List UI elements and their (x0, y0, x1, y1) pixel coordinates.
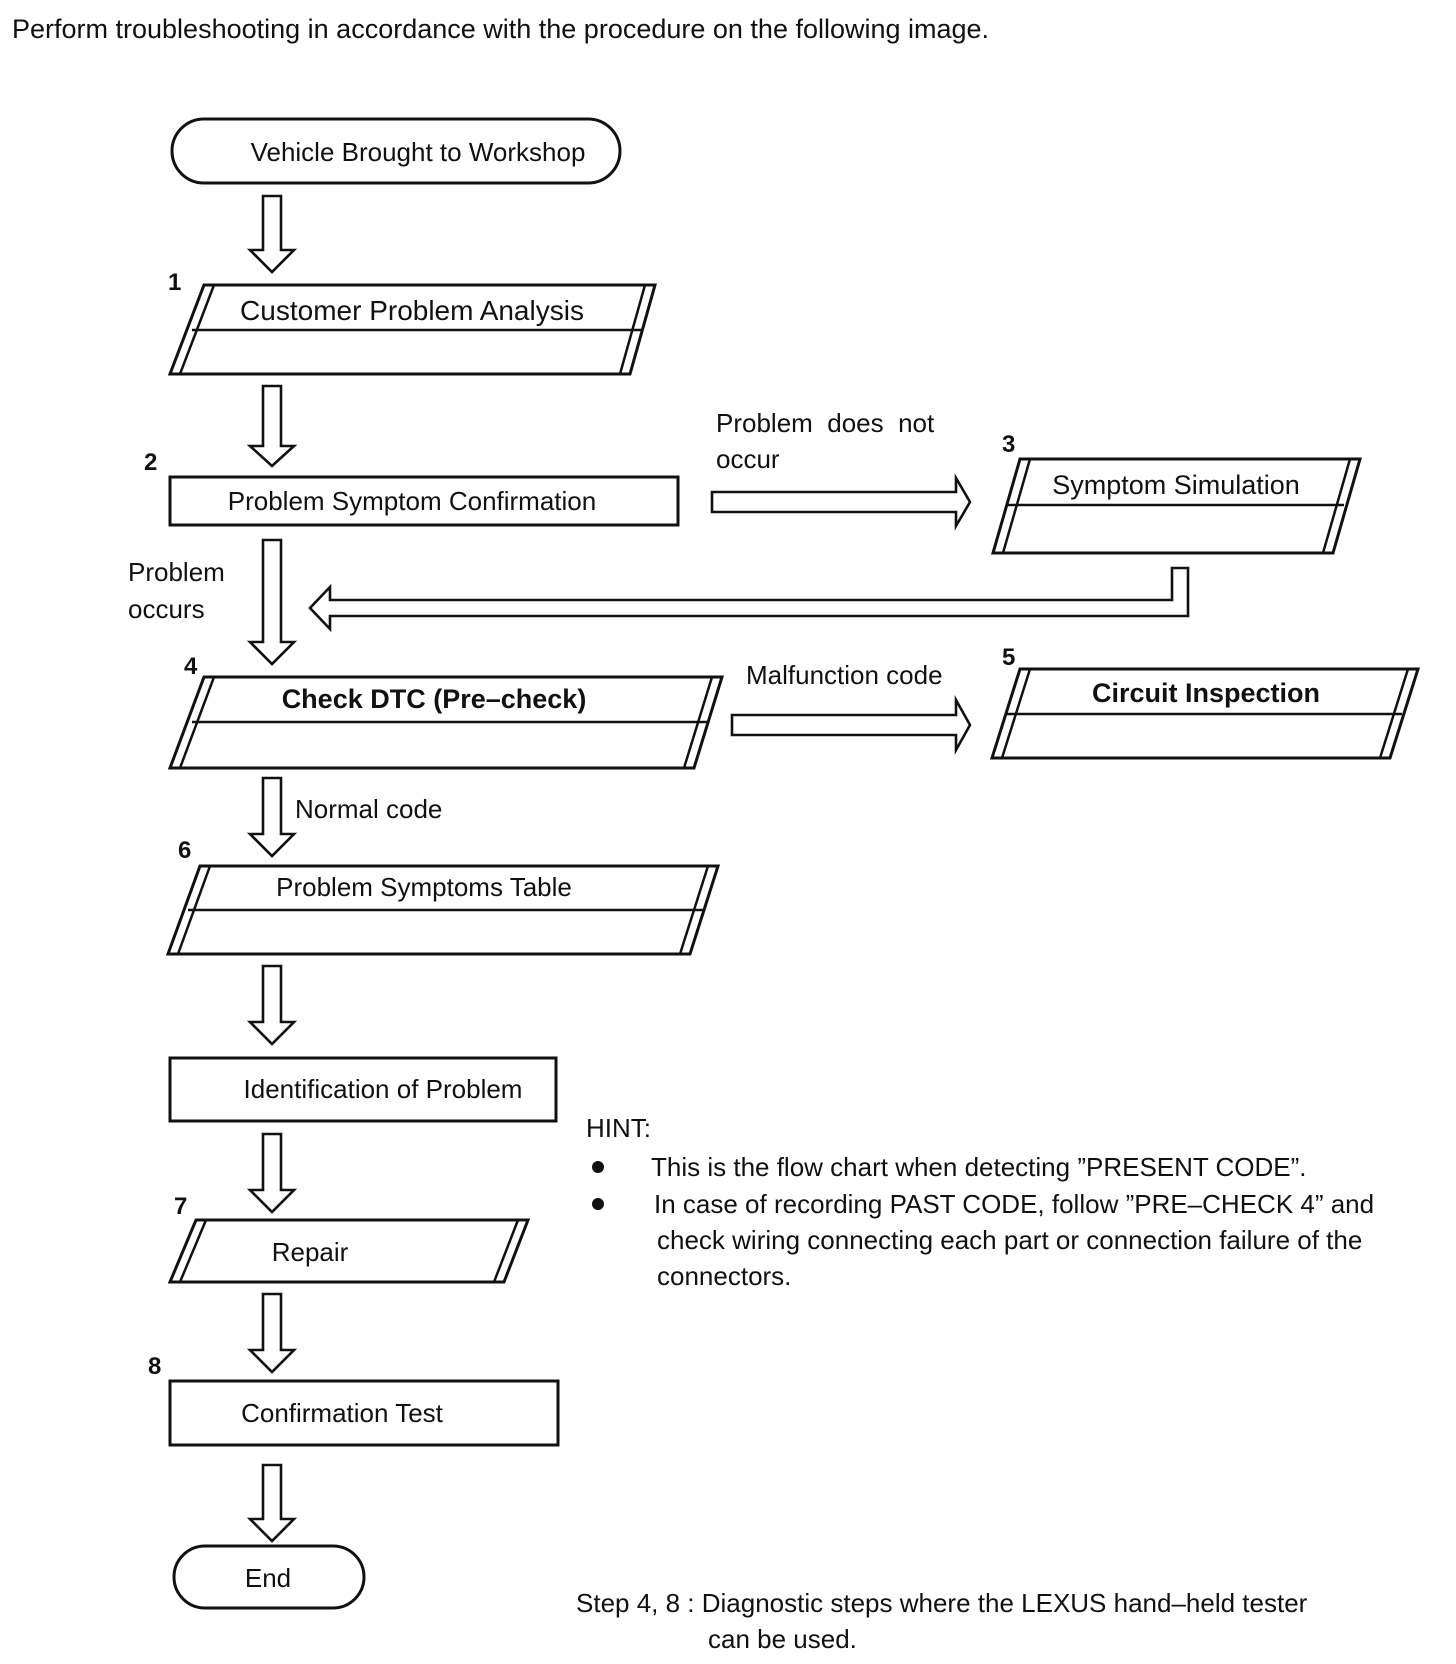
arrow-down-icon (246, 964, 298, 1046)
end-node: End (172, 1544, 366, 1610)
step-2-problem-symptom-confirmation: 2 Problem Symptom Confirmation (144, 449, 680, 527)
step-6-problem-symptoms-table: 6 Problem Symptoms Table (165, 837, 721, 956)
edge-label-malfunction-code: Malfunction code (746, 660, 943, 690)
header-text: Perform troubleshooting in accordance wi… (12, 14, 989, 44)
arrow-down-icon (246, 384, 298, 468)
start-node: Vehicle Brought to Workshop (170, 117, 622, 185)
step-4-check-dtc: 4 Check DTC (Pre–check) (167, 653, 725, 770)
step-label: Repair (272, 1237, 349, 1267)
edge-label-normal-code: Normal code (295, 794, 442, 824)
hint-bullet-2-line-1: In case of recording PAST CODE, follow ”… (654, 1189, 1374, 1219)
start-label: Vehicle Brought to Workshop (251, 137, 586, 167)
arrow-down-icon (246, 1463, 298, 1543)
step-7-repair: 7 Repair (167, 1193, 531, 1284)
identification-of-problem: Identification of Problem (168, 1056, 558, 1123)
edge-label-problem-occurs-2: occurs (128, 594, 205, 624)
arrow-down-icon (246, 1132, 298, 1214)
edge-label-problem-does-not-occur-2: occur (716, 444, 780, 474)
step-3-symptom-simulation: 3 Symptom Simulation (991, 431, 1362, 555)
step-number: 1 (168, 269, 181, 296)
end-label: End (245, 1563, 291, 1593)
arrow-down-icon (246, 776, 298, 858)
footer-line-2: can be used. (708, 1624, 857, 1654)
step-label: Problem Symptoms Table (276, 872, 572, 902)
arrow-down-icon (246, 194, 298, 274)
step-label: Circuit Inspection (1092, 678, 1320, 708)
hint-title: HINT: (586, 1113, 651, 1143)
step-label: Problem Symptom Confirmation (228, 486, 596, 516)
edge-label-problem-does-not-occur: Problem does not (716, 408, 935, 438)
bullet-icon (592, 1161, 604, 1173)
footer-line-1: Step 4, 8 : Diagnostic steps where the L… (576, 1588, 1308, 1618)
hint-bullet-1: This is the flow chart when detecting ”P… (651, 1152, 1307, 1182)
step-1-customer-problem-analysis: 1 Customer Problem Analysis (167, 269, 657, 376)
arrow-down-icon (246, 538, 298, 666)
step-label: Symptom Simulation (1052, 470, 1300, 500)
hint-block: HINT: This is the flow chart when detect… (586, 1113, 1374, 1291)
step-number: 7 (174, 1193, 187, 1220)
arrow-right-icon (710, 473, 972, 531)
step-label: Check DTC (Pre–check) (282, 684, 587, 714)
step-number: 4 (184, 653, 198, 680)
arrow-right-icon (730, 695, 972, 755)
bullet-icon (592, 1198, 604, 1210)
edge-label-problem-occurs: Problem (128, 557, 225, 587)
step-label: Customer Problem Analysis (240, 295, 584, 326)
arrow-return-icon (308, 566, 1190, 633)
step-8-confirmation-test: 8 Confirmation Test (148, 1353, 560, 1447)
step-number: 5 (1002, 644, 1015, 671)
hint-bullet-2-line-2: check wiring connecting each part or con… (657, 1225, 1362, 1255)
step-number: 2 (144, 449, 157, 476)
step-number: 8 (148, 1353, 161, 1380)
step-label: Identification of Problem (244, 1074, 523, 1104)
hint-bullet-2-line-3: connectors. (657, 1261, 791, 1291)
step-number: 3 (1002, 431, 1015, 458)
arrow-down-icon (246, 1292, 298, 1374)
step-label: Confirmation Test (241, 1398, 444, 1428)
step-5-circuit-inspection: 5 Circuit Inspection (989, 644, 1421, 760)
step-number: 6 (178, 837, 191, 864)
